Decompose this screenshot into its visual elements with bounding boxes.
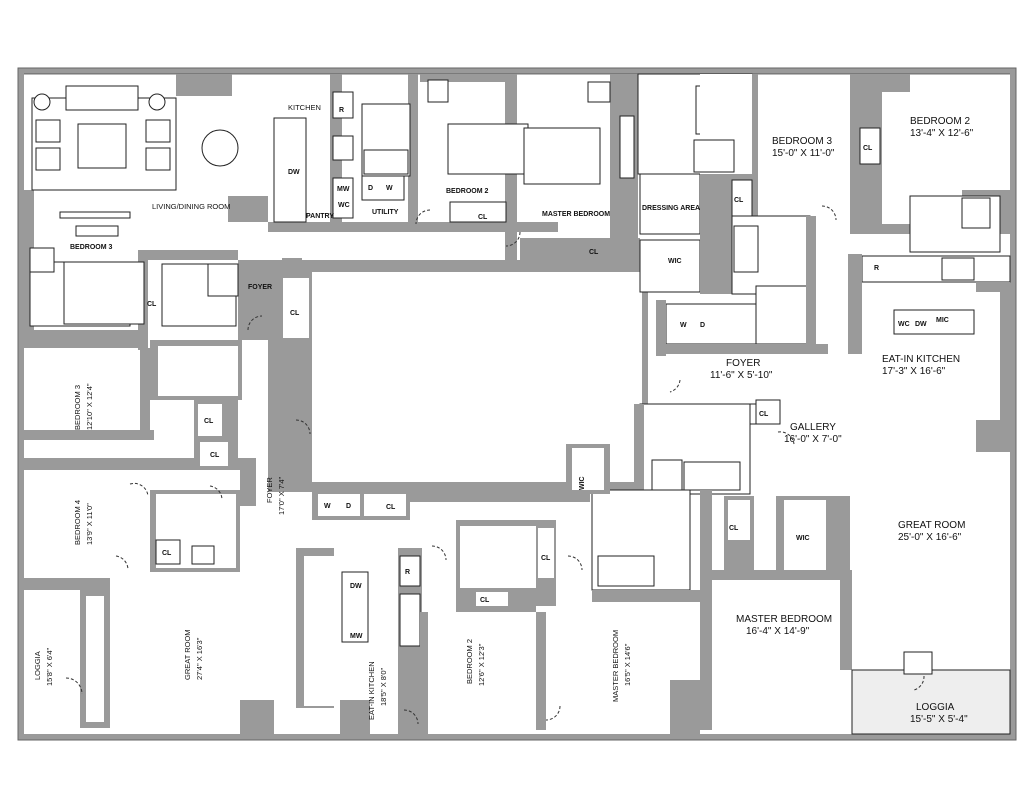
label-bedroom4-name: BEDROOM 4 xyxy=(73,500,82,545)
tag-cl-foyer-top: CL xyxy=(290,310,300,317)
tag-cl-gallery: CL xyxy=(759,411,769,418)
tag-w-foyer-r: W xyxy=(680,322,687,329)
label-utility: UTILITY xyxy=(372,209,399,216)
label-bedroom2-b-name: BEDROOM 2 xyxy=(465,639,474,684)
label-bedroom4-dim: 13'9" X 11'0" xyxy=(85,503,94,545)
tag-mw-eatin-l: MW xyxy=(350,633,363,640)
label-eatin-r-dim: 17'-3" X 16'-6" xyxy=(882,366,946,377)
tag-r-kitchen-r: R xyxy=(874,265,879,272)
label-bedroom3-l-name: BEDROOM 3 xyxy=(73,385,82,430)
label-great-room-l-name: GREAT ROOM xyxy=(183,629,192,680)
tag-cl-bed2-top: CL xyxy=(478,214,488,221)
label-living-dining: LIVING/DINING ROOM xyxy=(152,202,230,211)
tag-w-utility: W xyxy=(386,185,393,192)
tag-mw-kitchen-top: MW xyxy=(337,186,350,193)
tag-r-kitchen-top: R xyxy=(339,107,344,114)
label-bedroom2-b-dim: 12'6" X 12'3" xyxy=(477,643,486,686)
tag-cl-bed3-left: CL xyxy=(147,301,157,308)
label-foyer-top: FOYER xyxy=(248,284,272,291)
label-bedroom3-ur-name: BEDROOM 3 xyxy=(772,136,832,147)
label-bedroom3-ur-dim: 15'-0" X 11'-0" xyxy=(772,148,835,159)
tag-cl-bed2-b-2: CL xyxy=(541,555,551,562)
tag-cl-bed3-ur: CL xyxy=(734,197,744,204)
label-great-room-r-dim: 25'-0" X 16'-6" xyxy=(898,532,962,543)
label-kitchen-top: KITCHEN xyxy=(288,103,321,112)
label-loggia-r-dim: 15'-5" X 5'-4" xyxy=(910,714,968,725)
label-pantry: PANTRY xyxy=(306,213,334,220)
label-loggia-l-dim: 15'8" X 6'4" xyxy=(45,647,54,686)
label-foyer-r-name: FOYER xyxy=(726,358,760,369)
label-master-b-name: MASTER BEDROOM xyxy=(611,630,620,702)
label-eatin-l-name: EAT-IN KITCHEN xyxy=(367,661,376,720)
label-master-bedroom-top: MASTER BEDROOM xyxy=(542,211,610,218)
tag-mic-kitchen-r: MIC xyxy=(936,317,949,324)
tag-r-eatin-l: R xyxy=(405,569,410,576)
label-bedroom3-l-dim: 12'10" X 12'4" xyxy=(85,383,94,430)
label-foyer-l-dim: 17'0" X 7'4" xyxy=(277,476,286,515)
label-gallery-dim: 16'-0" X 7'-0" xyxy=(784,434,842,445)
tag-dw-kitchen-top: DW xyxy=(288,169,300,176)
tag-dw-kitchen-r: DW xyxy=(915,321,927,328)
label-master-r-dim: 16'-4" X 14'-9" xyxy=(746,626,810,637)
tag-cl-master-r: CL xyxy=(729,525,739,532)
label-great-room-l-dim: 27'4" X 16'3" xyxy=(195,637,204,680)
label-bedroom2-ur-name: BEDROOM 2 xyxy=(910,116,970,127)
tag-w-foyer-l: W xyxy=(324,503,331,510)
tag-wc-kitchen-top: WC xyxy=(338,202,350,209)
label-bedroom2-top: BEDROOM 2 xyxy=(446,188,489,195)
label-wic-center: WIC xyxy=(579,476,586,490)
tag-cl-bed2-ur: CL xyxy=(863,145,873,152)
label-bedroom3-left: BEDROOM 3 xyxy=(70,244,113,251)
tag-wic-top: WIC xyxy=(668,258,682,265)
tag-wc-kitchen-r: WC xyxy=(898,321,910,328)
tag-cl-bed3-l-2: CL xyxy=(210,452,220,459)
label-great-room-r-name: GREAT ROOM xyxy=(898,520,965,531)
tag-d-foyer-r: D xyxy=(700,322,705,329)
tag-d-utility: D xyxy=(368,185,373,192)
tag-cl-bed4: CL xyxy=(162,550,172,557)
label-eatin-l-dim: 18'5" X 8'0" xyxy=(379,667,388,706)
tag-cl-foyer-l: CL xyxy=(386,504,396,511)
tag-cl-bed2-b: CL xyxy=(480,597,490,604)
label-eatin-r-name: EAT-IN KITCHEN xyxy=(882,354,960,365)
tag-cl-bed3-l: CL xyxy=(204,418,214,425)
label-master-r-name: MASTER BEDROOM xyxy=(736,614,832,625)
tag-d-foyer-l: D xyxy=(346,503,351,510)
label-bedroom2-ur-dim: 13'-4" X 12'-6" xyxy=(910,128,974,139)
label-gallery-name: GALLERY xyxy=(790,422,836,433)
label-loggia-l-name: LOGGIA xyxy=(33,651,42,680)
label-foyer-l-name: FOYER xyxy=(265,477,274,503)
tag-dw-eatin-l: DW xyxy=(350,583,362,590)
tag-wic-right: WIC xyxy=(796,535,810,542)
label-dressing-area: DRESSING AREA xyxy=(642,205,700,212)
label-master-b-dim: 16'5" X 14'6" xyxy=(623,643,632,686)
label-loggia-r-name: LOGGIA xyxy=(916,702,955,713)
tag-cl-master-top: CL xyxy=(589,249,599,256)
label-foyer-r-dim: 11'-6" X 5'-10" xyxy=(710,370,773,381)
